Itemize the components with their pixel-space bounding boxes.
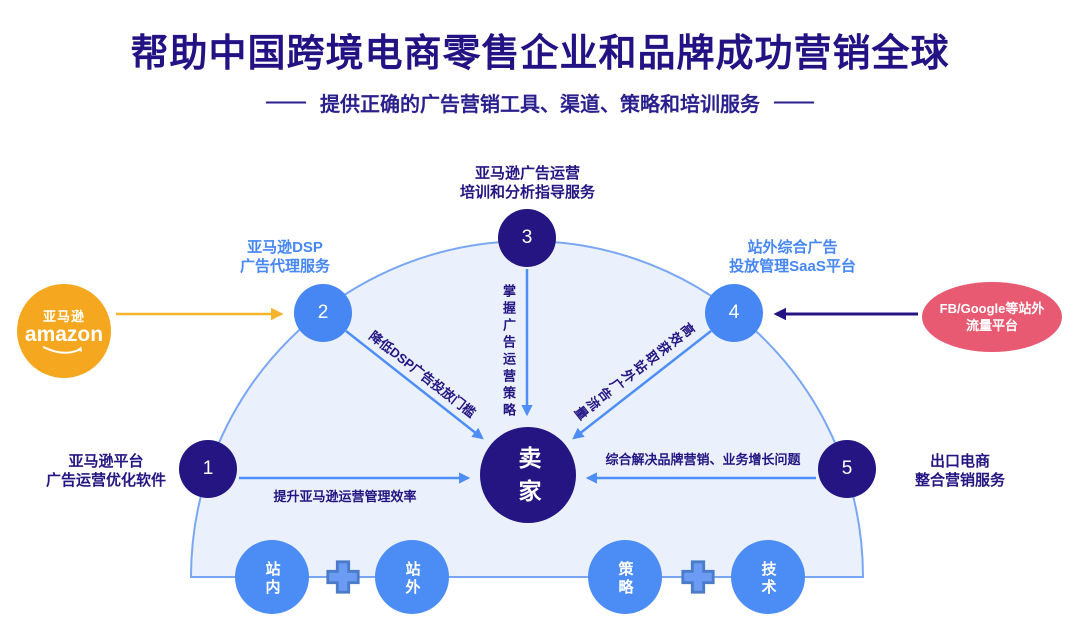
node-2-number: 2: [317, 302, 329, 323]
plus-icon: [679, 558, 717, 596]
benefit-node-5: 综合解决品牌营销、业务增长问题: [605, 452, 801, 467]
external-traffic-line1: FB/Google等站外: [939, 301, 1045, 316]
node-3-number: 3: [521, 227, 533, 248]
node-2-label-line2: 广告代理服务: [239, 258, 330, 275]
page-title: 帮助中国跨境电商零售企业和品牌成功营销全球: [130, 33, 950, 75]
node-5-label: 出口电商 整合营销服务: [880, 452, 1040, 490]
node-1-label: 亚马逊平台 广告运营优化软件: [18, 452, 194, 490]
node-3-label-line1: 亚马逊广告运营: [474, 165, 580, 182]
page-subtitle: —— 提供正确的广告营销工具、渠道、策略和培训服务 ——: [0, 88, 1080, 117]
amazon-smile-icon: [42, 345, 82, 354]
node-2-label-line1: 亚马逊DSP: [247, 239, 323, 256]
node-4-label-line2: 投放管理SaaS平台: [729, 258, 856, 275]
node-2-circle: 2: [294, 284, 352, 342]
foundation-label-onsite: 站内: [263, 560, 281, 597]
node-4-label: 站外综合广告 投放管理SaaS平台: [705, 238, 880, 276]
foundation-circle-strategy: 策略: [588, 540, 662, 614]
amazon-circle: 亚马逊 amazon: [17, 284, 111, 378]
subtitle-dash-left: ——: [266, 91, 306, 113]
foundation-label-offsite: 站外: [403, 560, 421, 597]
foundation-label-technology: 技术: [759, 560, 777, 597]
node-2-label: 亚马逊DSP 广告代理服务: [205, 238, 365, 276]
node-3-label-line2: 培训和分析指导服务: [459, 184, 595, 201]
node-5-number: 5: [841, 458, 853, 479]
node-1-circle: 1: [179, 440, 237, 498]
subtitle-dash-right: ——: [774, 91, 814, 113]
node-1-number: 1: [202, 458, 214, 479]
plus-icon: [324, 558, 362, 596]
external-traffic-line2: 流量平台: [965, 318, 1018, 333]
arrow-node2-to-seller: [345, 330, 484, 440]
amazon-label-cn: 亚马逊: [42, 308, 85, 324]
seller-circle: 卖家: [480, 427, 576, 523]
foundation-circle-technology: 技术: [731, 540, 805, 614]
node-3-label: 亚马逊广告运营 培训和分析指导服务: [430, 164, 625, 202]
foundation-circle-onsite: 站内: [235, 540, 309, 614]
seller-label: 卖家: [515, 446, 541, 512]
node-5-label-line1: 出口电商: [929, 453, 990, 470]
benefit-node-3: 掌握广告运营策略: [501, 284, 516, 420]
external-traffic-circle: FB/Google等站外 流量平台: [922, 282, 1062, 352]
foundation-label-strategy: 策略: [616, 560, 634, 597]
node-1-label-line2: 广告运营优化软件: [45, 472, 166, 489]
node-1-label-line1: 亚马逊平台: [68, 453, 144, 470]
node-4-circle: 4: [705, 284, 763, 342]
subtitle-text: 提供正确的广告营销工具、渠道、策略和培训服务: [320, 94, 760, 116]
node-5-label-line2: 整合营销服务: [914, 472, 1005, 489]
node-3-circle: 3: [498, 209, 556, 267]
node-4-number: 4: [728, 302, 740, 323]
amazon-wordmark: amazon: [24, 322, 104, 346]
node-4-label-line1: 站外综合广告: [747, 239, 838, 256]
arrow-node4-to-seller: [572, 330, 712, 440]
benefit-node-1: 提升亚马逊运营管理效率: [273, 489, 417, 504]
foundation-circle-offsite: 站外: [375, 540, 449, 614]
node-5-circle: 5: [818, 440, 876, 498]
